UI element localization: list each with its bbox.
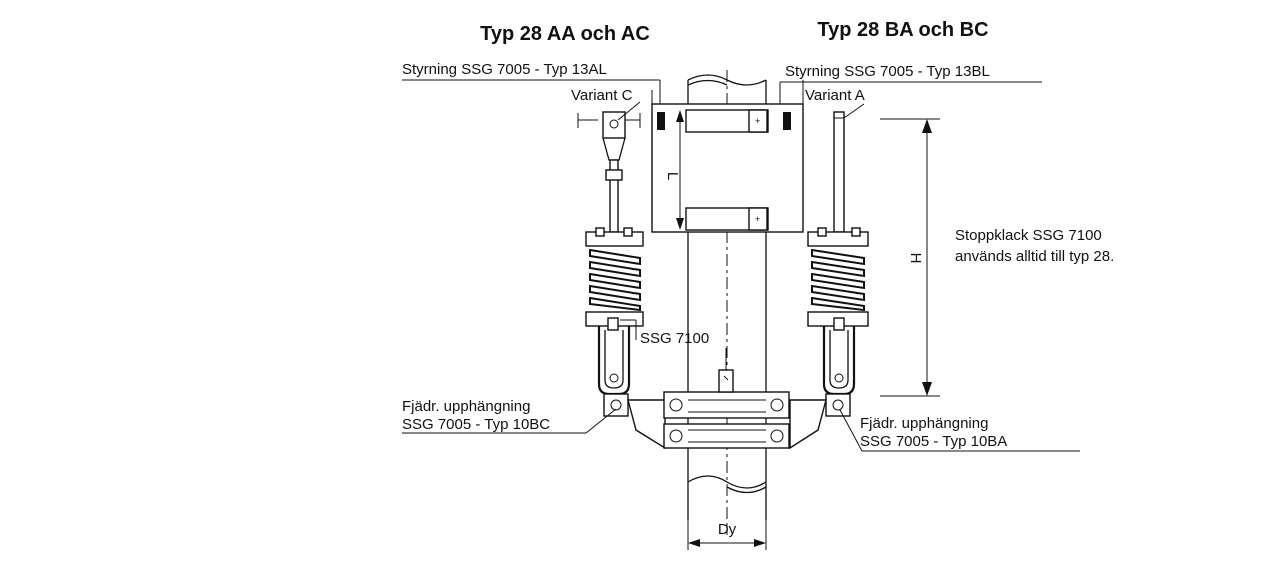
label-hanger-right-line2: SSG 7005 - Typ 10BA	[860, 433, 1007, 450]
label-stop-note-line2: används alltid till typ 28.	[955, 248, 1114, 265]
pipe-clamp	[627, 369, 827, 450]
label-variant-a: Variant A	[805, 87, 865, 104]
left-spring-hanger	[577, 111, 644, 417]
dim-h: H	[880, 118, 940, 397]
label-hanger-left-line2: SSG 7005 - Typ 10BC	[402, 416, 550, 433]
label-ssg7100: SSG 7100	[640, 330, 709, 347]
dim-dy: Dy	[687, 512, 767, 550]
dim-l-label: L	[664, 172, 681, 180]
title-left: Typ 28 AA och AC	[480, 23, 650, 45]
label-guide-left: Styrning SSG 7005 - Typ 13AL	[402, 61, 607, 78]
label-hanger-right-line1: Fjädr. upphängning	[860, 415, 988, 432]
label-stop-note-line1: Stoppklack SSG 7100	[955, 227, 1102, 244]
svg-text:+: +	[755, 116, 760, 126]
svg-text:+: +	[755, 214, 760, 224]
dim-dy-label: Dy	[718, 521, 737, 538]
label-hanger-left-line1: Fjädr. upphängning	[402, 398, 530, 415]
label-guide-right: Styrning SSG 7005 - Typ 13BL	[785, 63, 990, 80]
label-variant-c: Variant C	[571, 87, 633, 104]
leader-lines	[402, 79, 1080, 452]
title-right: Typ 28 BA och BC	[817, 19, 988, 41]
dim-h-label: H	[907, 253, 924, 264]
right-spring-hanger	[807, 111, 869, 417]
pipe-guide: + + L	[651, 80, 804, 233]
